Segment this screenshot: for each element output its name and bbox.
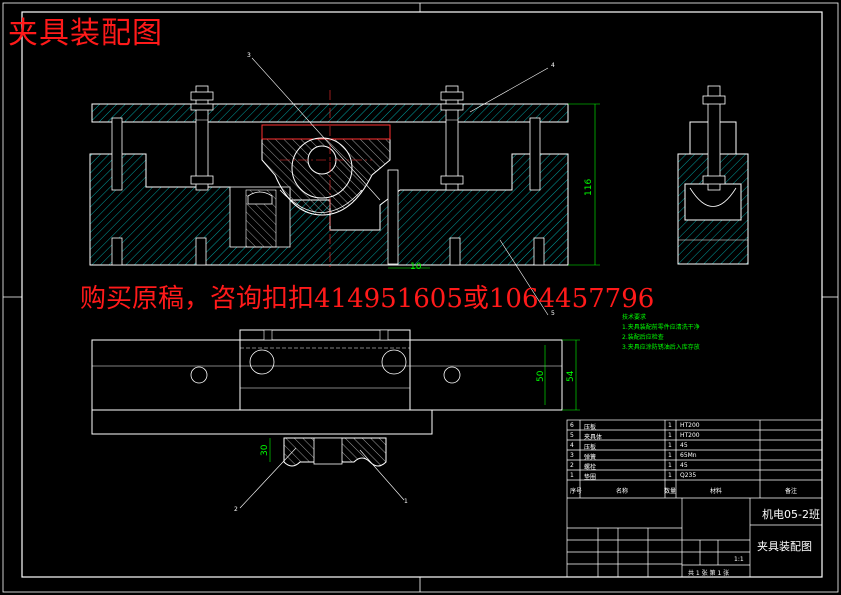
sheet-info: 共 1 张 第 1 张 [688,570,730,577]
tech-note: 3.夹具应涂防锈油后入库存放 [622,344,700,351]
top-view [91,329,580,435]
balloon-2: 2 [234,506,238,513]
dim-detail: 30 [260,444,270,456]
bom-name: 夹具体 [584,434,603,441]
drawing-title: 夹具装配图 [757,540,812,553]
front-view [89,57,600,316]
bom-no: 2 [570,462,574,469]
tech-note-title: 技术要求 [622,314,647,321]
bom-qty: 1 [668,462,672,469]
bom-name: 垫圈 [584,474,597,481]
bom-name: 螺栓 [584,464,597,471]
bom-header-material: 材料 [710,488,723,495]
bom-no: 1 [570,472,574,479]
bom-material: HT200 [680,432,700,439]
dim-plan-2: 54 [566,370,576,382]
detail-section [239,437,405,509]
title-watermark: 夹具装配图 [8,16,163,51]
bom-no: 6 [570,422,574,429]
dim-height: 116 [584,178,594,196]
bom-no: 4 [570,442,574,449]
inner-frame [21,11,823,578]
bom-qty: 1 [668,452,672,459]
side-view [677,85,749,265]
tech-note: 2.装配后应检查 [622,334,664,341]
balloon-3: 3 [247,52,251,59]
balloon-5: 5 [551,310,555,317]
tech-note: 1.夹具装配前零件应清洗干净 [622,324,700,331]
bom-name: 弹簧 [584,454,597,461]
bom-header-qty: 数量 [664,488,677,495]
bom-no: 5 [570,432,574,439]
bom-header-no: 序号 [570,488,583,495]
bom-material: 45 [680,462,688,469]
balloon-1: 1 [404,498,408,505]
dim-width: 10 [410,262,422,272]
bom-qty: 1 [668,442,672,449]
bom-material: HT200 [680,422,700,429]
bom-name: 压板 [584,424,597,431]
scale: 1:1 [734,556,744,563]
bom-header-name: 名称 [616,488,629,495]
bom-no: 3 [570,452,574,459]
class-name: 机电05-2班 [762,508,820,521]
bom-material: 65Mn [680,452,697,459]
title-block-grid [566,419,823,578]
bom-material: 45 [680,442,688,449]
bom-header-note: 备注 [785,488,798,495]
bom-material: Q235 [680,472,697,479]
balloon-4: 4 [551,62,555,69]
bom-qty: 1 [668,472,672,479]
bom-qty: 1 [668,432,672,439]
bom-qty: 1 [668,422,672,429]
dim-plan-1: 50 [536,370,546,382]
bom-name: 压板 [584,444,597,451]
ad-watermark: 购买原稿，咨询扣扣414951605或1064457796 [80,284,655,314]
